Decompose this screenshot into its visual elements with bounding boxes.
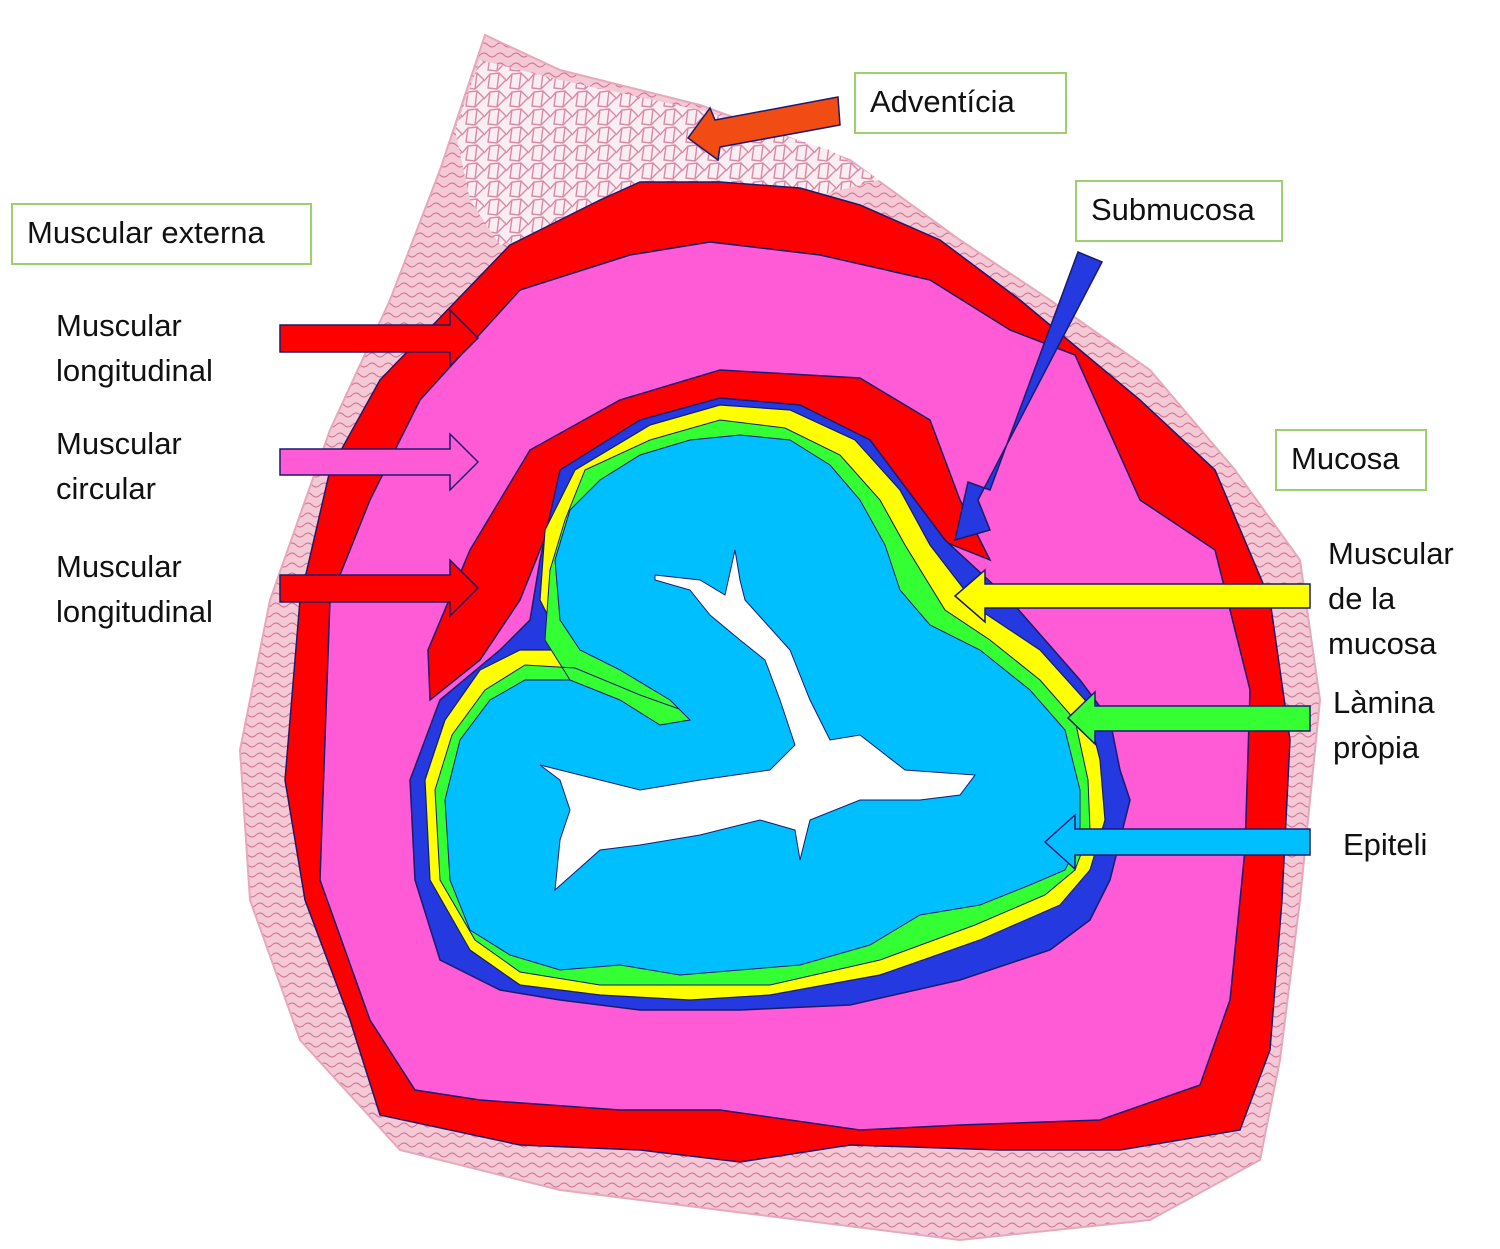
muscular-circular-arrow xyxy=(279,432,480,492)
muscular-longitudinal-outer-label: Muscular longitudinal xyxy=(56,308,213,388)
lumen xyxy=(539,549,976,892)
muscular-circular-label: Muscular circular xyxy=(56,426,182,506)
muscular-externa-label: Muscular externa xyxy=(11,203,312,265)
muscular-longitudinal-inner-arrow xyxy=(279,558,480,618)
lamina-propia-label: Làmina pròpia xyxy=(1333,685,1435,765)
adventicia-label: Adventícia xyxy=(854,72,1067,134)
lamina-propia-arrow xyxy=(1066,690,1311,746)
muscular-longitudinal-inner-label: Muscular longitudinal xyxy=(56,549,213,629)
muscular-longitudinal-outer-arrow xyxy=(279,308,480,368)
epiteli-label: Epiteli xyxy=(1343,827,1428,862)
adventitia-fat xyxy=(455,60,880,245)
submucosa-label: Submucosa xyxy=(1075,180,1283,242)
muscular-de-la-mucosa-label: Muscular de la mucosa xyxy=(1328,536,1454,661)
adventicia-arrow xyxy=(686,96,841,162)
mucosa-label: Mucosa xyxy=(1275,429,1427,491)
muscular-de-la-mucosa-arrow xyxy=(953,568,1311,624)
submucosa-arrow xyxy=(953,251,1104,542)
epiteli-arrow xyxy=(1043,813,1311,871)
